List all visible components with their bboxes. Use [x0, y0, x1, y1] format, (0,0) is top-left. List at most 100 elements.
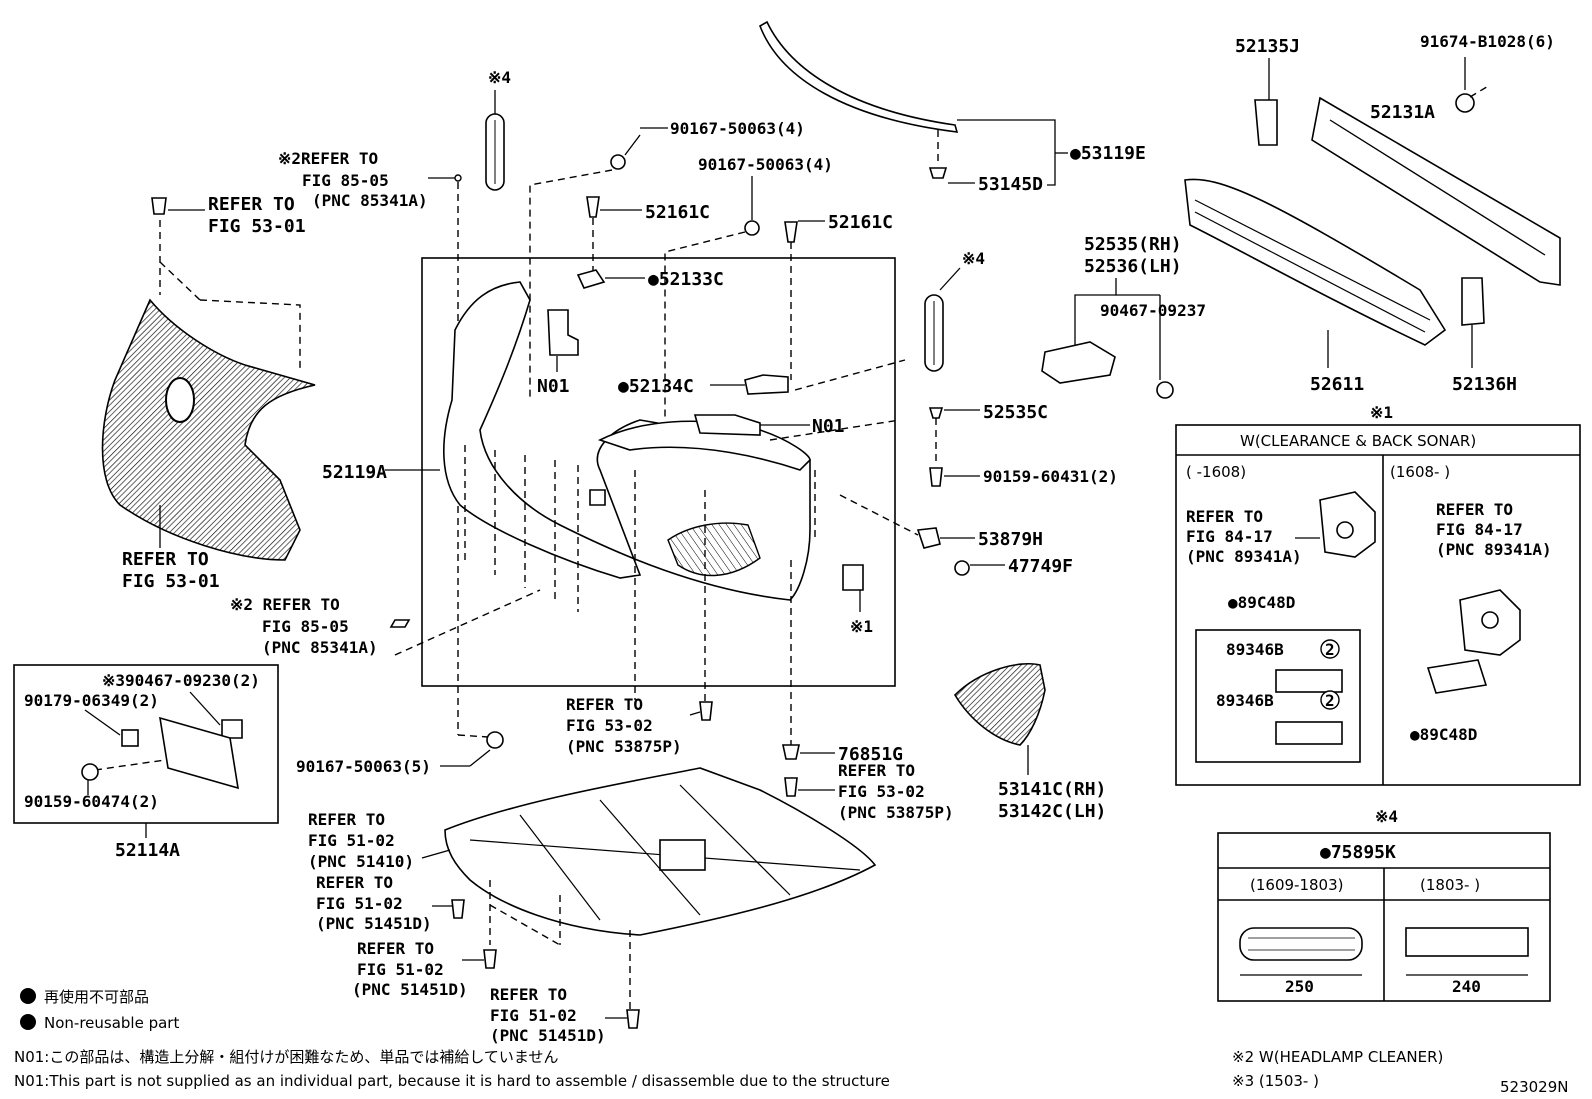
label-52133C: ●52133C	[648, 269, 724, 290]
label-refer-51-02-c: REFER TO	[357, 939, 434, 958]
label-refer-85-05-a: ※2REFER TO	[278, 149, 378, 168]
label-53145D: 53145D	[978, 174, 1043, 195]
label-53141C: 53141C(RH)	[998, 779, 1106, 800]
label-52536LH: 52536(LH)	[1084, 256, 1182, 277]
fog-lamp-cover: 53141C(RH) 53142C(LH)	[953, 663, 1106, 822]
label-90159-60431: 90159-60431(2)	[983, 467, 1118, 486]
label-53879H: 53879H	[978, 529, 1043, 550]
sonar-89346B-b: 89346B	[1216, 691, 1274, 710]
tape-right-range: (1803- )	[1420, 876, 1480, 894]
sonar-marker: ※1	[1370, 403, 1393, 422]
label-52535RH: 52535(RH)	[1084, 234, 1182, 255]
label-refer-51-02-b-fig: FIG 51-02	[316, 894, 403, 913]
label-N01-b: N01	[812, 416, 845, 437]
label-note1-mid: ※1	[850, 617, 873, 636]
label-52161C-a: 52161C	[645, 202, 710, 223]
label-refer-53-01-a: REFER TO	[208, 194, 295, 215]
label-refer-51-02-d-pnc: (PNC 51451D)	[490, 1026, 606, 1045]
footnotes: N01:この部品は、構造上分解・組付けが困難なため、単品では補給していません N…	[14, 1048, 1568, 1096]
label-refer-53-02-b: REFER TO	[838, 761, 915, 780]
label-refer-53-02-a: REFER TO	[566, 695, 643, 714]
label-90467-09237: 90467-09237	[1100, 301, 1206, 320]
legend-jp: 再使用不可部品	[44, 988, 149, 1006]
label-47749F: 47749F	[1008, 556, 1073, 577]
tape-panel: ※4 ●75895K (1609-1803) (1803- ) 250 240	[1217, 807, 1551, 1002]
label-refer-51-02-c-fig: FIG 51-02	[357, 960, 444, 979]
label-refer-51-02-a: REFER TO	[308, 810, 385, 829]
bumper-reinforcement: 52135J 91674-B1028(6) 52131A 52611 52136…	[1184, 32, 1561, 395]
sonar-right-ref-pnc: (PNC 89341A)	[1436, 540, 1552, 559]
label-52134C: ●52134C	[618, 376, 694, 397]
sonar-89346B-a: 89346B	[1226, 640, 1284, 659]
label-refer-85-05-b-fig: FIG 85-05	[262, 617, 349, 636]
label-refer-51-02-b-pnc: (PNC 51451D)	[316, 914, 432, 933]
legend-en: Non-reusable part	[44, 1014, 179, 1032]
sonar-left-ref-fig: FIG 84-17	[1186, 527, 1273, 546]
sonar-title: W(CLEARANCE & BACK SONAR)	[1240, 432, 1476, 450]
front-bumper-cover-52119A: 52119A	[322, 281, 864, 710]
label-refer-85-05-b: ※2 REFER TO	[230, 595, 340, 614]
label-52135J: 52135J	[1235, 36, 1300, 57]
label-refer-51-02-b: REFER TO	[316, 873, 393, 892]
label-note4-mid: ※4	[962, 249, 985, 268]
radiator-grille: REFER TO FIG 53-01 REFER TO FIG 53-01	[101, 194, 316, 592]
label-52161C-b: 52161C	[828, 212, 893, 233]
label-53142C: 53142C(LH)	[998, 801, 1106, 822]
sonar-circle-2a: 2	[1325, 640, 1335, 659]
label-52114A: 52114A	[115, 840, 180, 861]
sonar-right-ref: REFER TO	[1436, 500, 1513, 519]
sonar-left-ref-pnc: (PNC 89341A)	[1186, 547, 1302, 566]
headlamp-cleaner-ref-bottom: ※2 REFER TO FIG 85-05 (PNC 85341A)	[230, 589, 541, 657]
label-53119E: ●53119E	[1070, 143, 1146, 164]
sonar-89C48D-b: ●89C48D	[1410, 725, 1477, 744]
label-N01-a: N01	[537, 376, 570, 397]
label-refer-51-02-d-fig: FIG 51-02	[490, 1006, 577, 1025]
sonar-right-ref-fig: FIG 84-17	[1436, 520, 1523, 539]
footnote-note2: ※2 W(HEADLAMP CLEANER)	[1232, 1048, 1443, 1066]
bumper-fasteners-upper: 90167-50063(4) 52161C 90167-50063(4) 521…	[529, 119, 906, 441]
label-90159-60474: 90159-60474(2)	[24, 792, 159, 811]
label-52119A: 52119A	[322, 462, 387, 483]
label-52611: 52611	[1310, 374, 1364, 395]
label-refer-53-01-b: REFER TO	[122, 549, 209, 570]
label-refer-53-02-b-fig: FIG 53-02	[838, 782, 925, 801]
label-refer-53-02-b-pnc: (PNC 53875P)	[838, 803, 954, 822]
label-90179-06349: 90179-06349(2)	[24, 691, 159, 710]
legend: 再使用不可部品 Non-reusable part	[20, 988, 179, 1032]
tape-left-dim: 250	[1285, 977, 1314, 996]
label-91674-B1028: 91674-B1028(6)	[1420, 32, 1555, 51]
engine-under-cover: REFER TO FIG 51-02 (PNC 51410) REFER TO …	[308, 767, 877, 1045]
fog-lamp-bracket: 52535(RH) 52536(LH) 90467-09237	[1041, 234, 1206, 399]
label-refer-51-02-d: REFER TO	[490, 985, 567, 1004]
label-refer-85-05-b-pnc: (PNC 85341A)	[262, 638, 378, 657]
label-52136H: 52136H	[1452, 374, 1517, 395]
label-refer-85-05-a-fig: FIG 85-05	[302, 171, 389, 190]
label-refer-51-02-c-pnc: (PNC 51451D)	[352, 980, 468, 999]
front-molding-53119E: ●53119E 53145D	[759, 20, 1146, 195]
label-90467-09230: ※390467-09230(2)	[102, 671, 260, 690]
sonar-left-range: ( -1608)	[1186, 463, 1246, 481]
diagram-id: 523029N	[1500, 1078, 1568, 1096]
label-refer-51-02-a-fig: FIG 51-02	[308, 831, 395, 850]
label-90167-50063-c: 90167-50063(5)	[296, 757, 431, 776]
label-52535C: 52535C	[983, 402, 1048, 423]
label-refer-53-02-a-fig: FIG 53-02	[566, 716, 653, 735]
label-note4-top: ※4	[488, 68, 511, 87]
license-plate-bracket-group: ※390467-09230(2) 90179-06349(2) 90159-60…	[13, 664, 279, 861]
footnote-note3: ※3 (1503- )	[1232, 1072, 1319, 1090]
tape-title: ●75895K	[1320, 842, 1396, 863]
sonar-circle-2b: 2	[1325, 691, 1335, 710]
footnote-n01-jp: N01:この部品は、構造上分解・組付けが困難なため、単品では補給していません	[14, 1048, 558, 1066]
label-refer-51-02-a-pnc: (PNC 51410)	[308, 852, 414, 871]
sonar-89C48D-a: ●89C48D	[1228, 593, 1295, 612]
label-refer-53-01-a-fig: FIG 53-01	[208, 216, 306, 237]
tape-marker: ※4	[1375, 807, 1398, 826]
sonar-panel: ※1 W(CLEARANCE & BACK SONAR) ( -1608) (1…	[1175, 403, 1581, 786]
footnote-n01-en: N01:This part is not supplied as an indi…	[14, 1072, 890, 1090]
tape-part-top: ※4	[485, 68, 511, 191]
bumper-cover-group-box	[421, 257, 896, 687]
label-refer-53-02-a-pnc: (PNC 53875P)	[566, 737, 682, 756]
tape-left-range: (1609-1803)	[1250, 876, 1343, 894]
sonar-left-ref: REFER TO	[1186, 507, 1263, 526]
